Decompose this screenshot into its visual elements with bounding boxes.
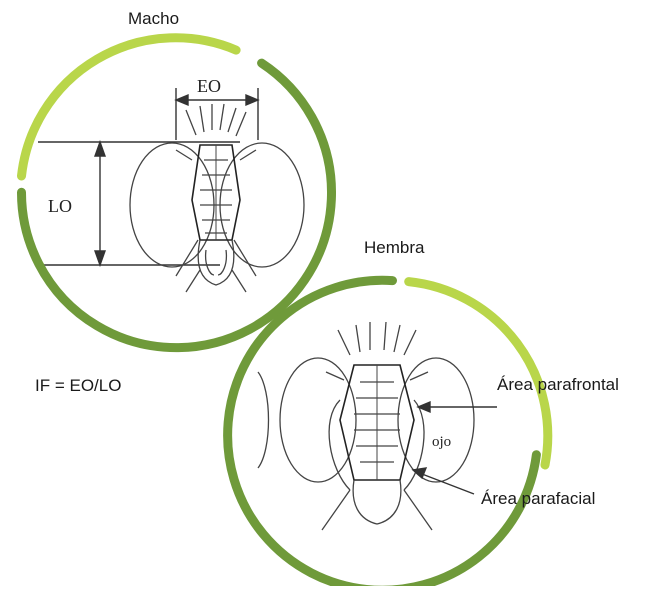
female-label: Hembra <box>364 238 424 258</box>
male-ring-light <box>22 38 237 176</box>
lo-label: LO <box>48 196 72 216</box>
lo-arrow <box>95 142 105 265</box>
parafacial-label: Área parafacial <box>481 489 595 509</box>
eo-label: EO <box>197 76 221 96</box>
formula-label: IF = EO/LO <box>35 376 121 396</box>
female-head-sketch <box>258 322 474 530</box>
eo-arrow <box>176 95 258 105</box>
male-head-group: EO LO <box>21 38 331 348</box>
parafrontal-label: Área parafrontal <box>497 375 619 395</box>
eye-label: ojo <box>432 434 451 450</box>
female-ring-dark <box>228 280 537 586</box>
female-ring-light <box>409 282 548 465</box>
female-head-group: ojo <box>228 280 548 586</box>
male-head-sketch <box>130 104 304 292</box>
parafrontal-pointer <box>418 402 497 412</box>
male-label: Macho <box>128 9 179 29</box>
